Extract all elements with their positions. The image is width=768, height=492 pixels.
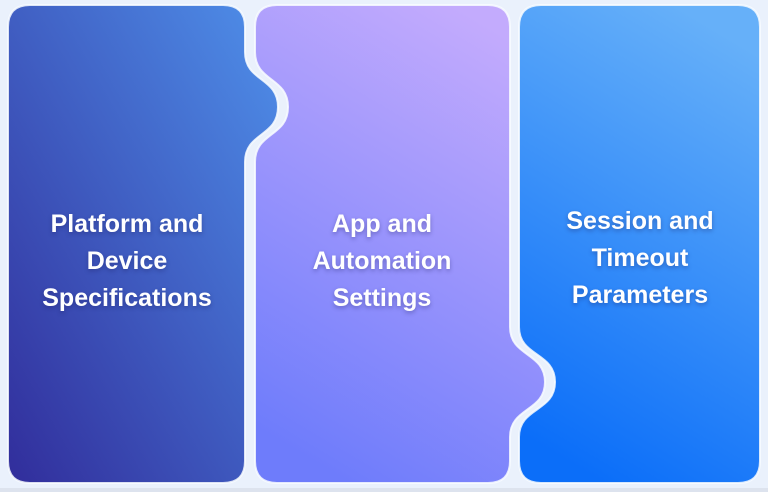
card-shape-session-timeout <box>518 4 761 484</box>
card-shape-app-automation <box>254 4 547 484</box>
bottom-edge-line <box>0 488 768 492</box>
card-shape-platform-device <box>7 4 280 484</box>
